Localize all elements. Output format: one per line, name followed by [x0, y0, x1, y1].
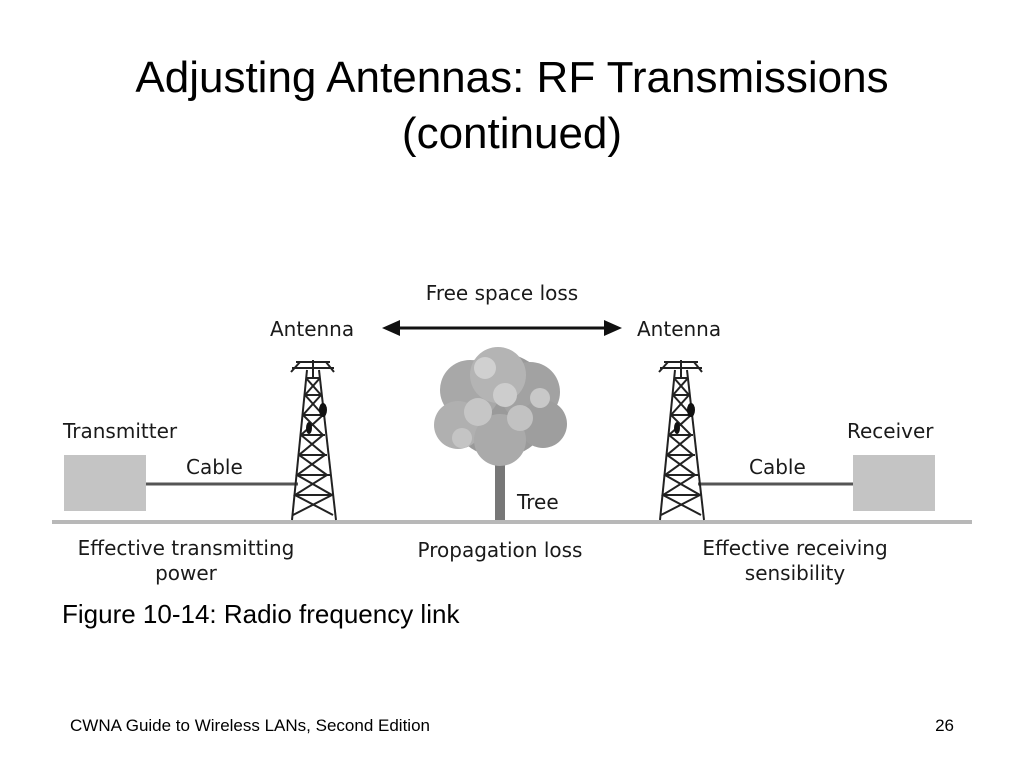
free-space-loss-arrow — [382, 320, 622, 336]
footer-book-title: CWNA Guide to Wireless LANs, Second Edit… — [70, 716, 430, 735]
antenna-left-label: Antenna — [270, 317, 354, 341]
receiver-label: Receiver — [847, 419, 934, 443]
cable-left-label: Cable — [186, 455, 243, 479]
transmit-antenna-tower-icon — [290, 360, 337, 521]
transmit-antenna-dish-icon — [319, 403, 327, 417]
receiver-box — [853, 455, 935, 511]
receive-antenna-tower-icon — [658, 360, 705, 521]
cable-right-label: Cable — [749, 455, 806, 479]
ground-line — [52, 520, 972, 524]
effective-transmitting-label-line2: power — [155, 561, 218, 585]
propagation-loss-label: Propagation loss — [418, 538, 583, 562]
title-line-2: (continued) — [401, 109, 623, 158]
receive-antenna-dish-icon — [687, 403, 695, 417]
figure-caption: Figure 10-14: Radio frequency link — [62, 599, 460, 629]
antenna-right-label: Antenna — [637, 317, 721, 341]
effective-receiving-label-line2: sensibility — [745, 561, 846, 585]
title-line-1: Adjusting Antennas: RF Transmissions — [135, 53, 889, 102]
effective-receiving-label-line1: Effective receiving — [702, 536, 887, 560]
transmitter-box — [64, 455, 146, 511]
receive-antenna-panel-icon — [674, 422, 680, 434]
page-number: 26 — [935, 716, 954, 735]
slide-title: Adjusting Antennas: RF Transmissions (co… — [0, 50, 1024, 162]
tree-icon — [434, 347, 567, 520]
transmit-antenna-panel-icon — [306, 422, 312, 434]
tree-label: Tree — [516, 490, 559, 514]
transmitter-label: Transmitter — [62, 419, 178, 443]
free-space-loss-label: Free space loss — [426, 281, 578, 305]
effective-transmitting-label-line1: Effective transmitting — [78, 536, 295, 560]
